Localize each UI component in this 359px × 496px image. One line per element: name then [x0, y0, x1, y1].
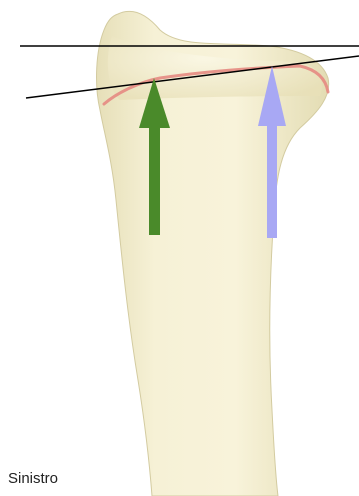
side-label: Sinistro [8, 470, 58, 488]
